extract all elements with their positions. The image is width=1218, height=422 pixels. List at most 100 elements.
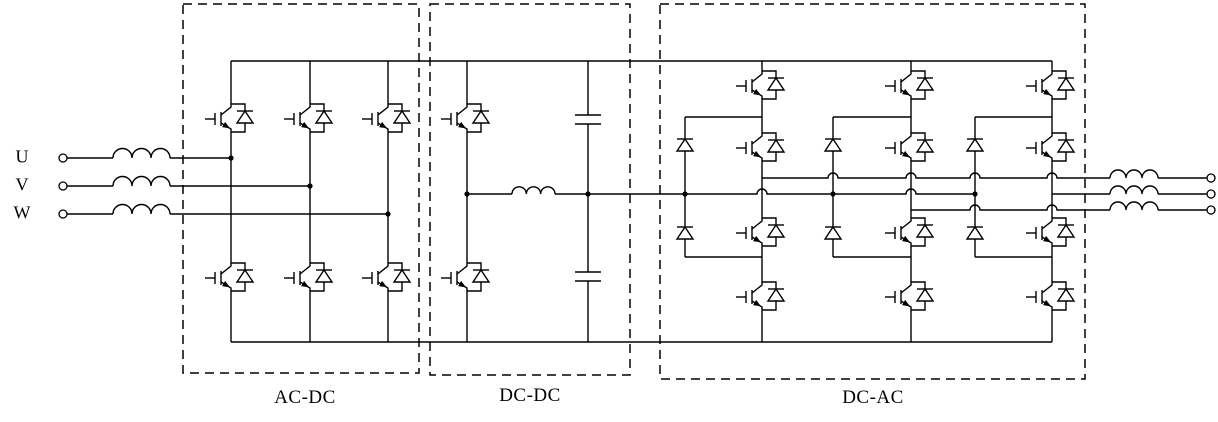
input-label-u: U <box>15 146 29 167</box>
output-inductor-icon <box>1109 201 1159 211</box>
igbt-icon <box>467 103 482 111</box>
neutral-wire <box>555 188 975 195</box>
stage-label-ac-dc: AC-DC <box>274 387 336 408</box>
igbt-collector <box>751 71 763 83</box>
clamp-diode-icon <box>823 225 843 240</box>
igbt-icon <box>1052 301 1067 311</box>
antiparallel-diode-icon <box>235 109 255 124</box>
igbt-icon <box>231 262 246 270</box>
igbt-icon <box>762 90 777 100</box>
input-inductor-icon <box>112 203 171 215</box>
igbt-icon <box>231 282 246 292</box>
emitter-arrow <box>1043 150 1051 158</box>
igbt-collector <box>751 218 763 230</box>
emitter-arrow <box>458 280 466 288</box>
stage-label-dc-ac: DC-AC <box>842 387 904 408</box>
input-inductor-icon <box>112 147 171 159</box>
emitter-arrow <box>301 121 309 129</box>
output-phase-b-wire <box>911 204 1110 211</box>
igbt-collector <box>900 282 912 294</box>
antiparallel-diode-icon <box>1056 287 1076 302</box>
terminal-icon <box>1206 189 1216 199</box>
igbt-collector <box>299 104 311 116</box>
igbt-collector <box>377 263 389 275</box>
igbt-icon <box>762 217 777 225</box>
antiparallel-diode-icon <box>392 109 412 124</box>
igbt-collector <box>751 133 763 145</box>
capacitor-icon <box>575 271 601 282</box>
dc-link-inductor-icon <box>511 186 556 195</box>
antiparallel-diode-icon <box>392 268 412 283</box>
antiparallel-diode-icon <box>915 287 935 302</box>
input-inductor-icon <box>112 175 171 187</box>
input-label-w: W <box>13 202 31 223</box>
stage-boundary-ac-dc <box>182 3 420 374</box>
igbt-icon <box>1052 152 1067 162</box>
antiparallel-diode-icon <box>471 109 491 124</box>
igbt-icon <box>1052 237 1067 247</box>
igbt-icon <box>1052 70 1067 78</box>
antiparallel-diode-icon <box>915 138 935 153</box>
igbt-collector <box>1041 282 1053 294</box>
igbt-collector <box>1041 133 1053 145</box>
igbt-icon <box>388 103 403 111</box>
emitter-arrow <box>753 235 761 243</box>
igbt-icon <box>231 103 246 111</box>
igbt-collector <box>1041 218 1053 230</box>
capacitor-icon <box>575 114 601 125</box>
emitter-arrow <box>458 121 466 129</box>
antiparallel-diode-icon <box>766 138 786 153</box>
antiparallel-diode-icon <box>471 268 491 283</box>
igbt-collector <box>900 133 912 145</box>
igbt-collector <box>456 104 468 116</box>
output-inductor-icon <box>1109 169 1159 179</box>
emitter-arrow <box>222 121 230 129</box>
igbt-icon <box>762 152 777 162</box>
emitter-arrow <box>902 235 910 243</box>
clamp-diode-icon <box>675 225 695 240</box>
igbt-icon <box>467 123 482 133</box>
clamp-diode-icon <box>965 137 985 152</box>
igbt-collector <box>220 104 232 116</box>
clamp-diode-icon <box>823 137 843 152</box>
antiparallel-diode-icon <box>915 76 935 91</box>
antiparallel-diode-icon <box>314 109 334 124</box>
igbt-icon <box>388 282 403 292</box>
igbt-icon <box>1052 90 1067 100</box>
igbt-icon <box>911 70 926 78</box>
terminal-icon <box>58 209 68 219</box>
igbt-collector <box>1041 71 1053 83</box>
igbt-icon <box>310 282 325 292</box>
antiparallel-diode-icon <box>1056 76 1076 91</box>
emitter-arrow <box>222 280 230 288</box>
emitter-arrow <box>379 121 387 129</box>
emitter-arrow <box>753 150 761 158</box>
terminal-icon <box>1206 173 1216 183</box>
igbt-collector <box>751 282 763 294</box>
emitter-arrow <box>902 88 910 96</box>
input-label-v: V <box>15 174 29 195</box>
igbt-collector <box>900 71 912 83</box>
terminal-icon <box>58 153 68 163</box>
emitter-arrow <box>379 280 387 288</box>
stage-boundary-dc-ac <box>659 3 1086 380</box>
igbt-icon <box>1052 217 1067 225</box>
igbt-icon <box>388 262 403 270</box>
igbt-collector <box>220 263 232 275</box>
igbt-icon <box>467 282 482 292</box>
antiparallel-diode-icon <box>314 268 334 283</box>
antiparallel-diode-icon <box>766 287 786 302</box>
emitter-arrow <box>902 150 910 158</box>
igbt-icon <box>762 301 777 311</box>
terminal-icon <box>58 181 68 191</box>
igbt-icon <box>310 262 325 270</box>
igbt-icon <box>310 103 325 111</box>
igbt-icon <box>762 132 777 140</box>
emitter-arrow <box>1043 88 1051 96</box>
igbt-icon <box>911 281 926 289</box>
igbt-collector <box>377 104 389 116</box>
stage-boundary-dc-dc <box>429 3 631 376</box>
igbt-icon <box>1052 281 1067 289</box>
